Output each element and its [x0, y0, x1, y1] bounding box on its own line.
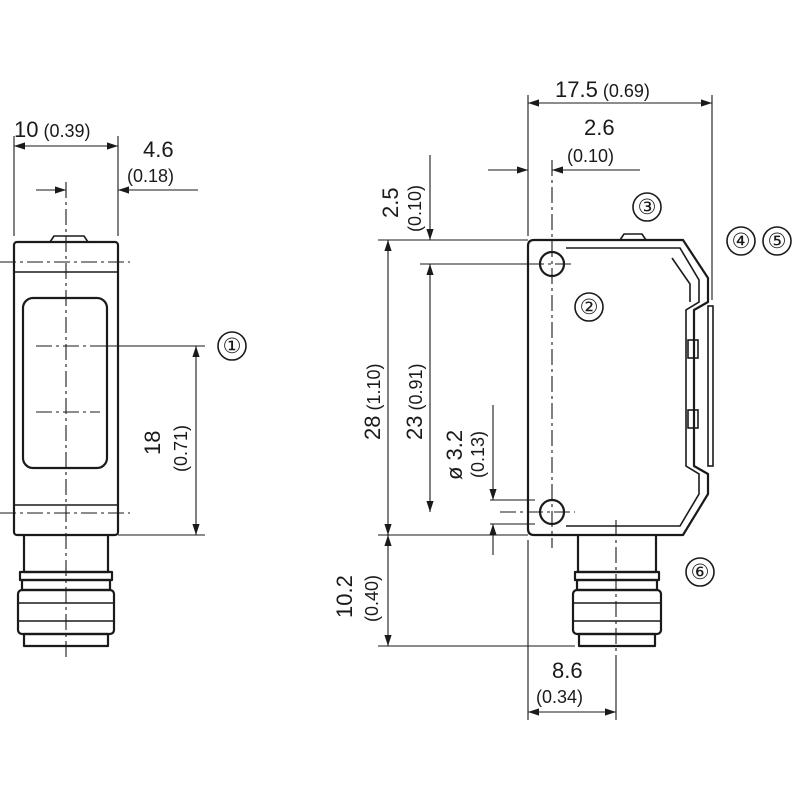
- dim-connector-offset: 8.6 (0.34): [527, 540, 617, 720]
- svg-text:(0.40): (0.40): [362, 575, 382, 622]
- dim-hole-edge-main: 2.6: [584, 115, 615, 140]
- dim-left-offset: 4.6 (0.18): [36, 137, 198, 194]
- right-led-indicator-2: [687, 409, 699, 429]
- dim-left-width-main: 10: [14, 117, 38, 142]
- dim-left-optical-axis-main: 18: [140, 431, 165, 455]
- svg-text:①: ①: [223, 335, 242, 358]
- dim-hole-top-alt: (0.10): [405, 185, 425, 232]
- svg-text:10(0.39): 10(0.39): [14, 117, 91, 142]
- callout-6: ⑥: [685, 557, 715, 587]
- right-led: [619, 233, 647, 241]
- dim-total-width: 17.5(0.69): [527, 77, 713, 300]
- svg-text:23(0.91): 23 (0.91): [402, 363, 427, 440]
- right-inner-edge: [671, 257, 691, 302]
- left-led-bump: [49, 235, 89, 243]
- dim-hole-diameter: ø 3.2 (0.13): [442, 405, 535, 555]
- callout-1: ①: [217, 331, 247, 361]
- svg-text:(0.71): (0.71): [171, 425, 191, 472]
- dim-left-width: 10(0.39): [13, 117, 119, 236]
- left-view: 10(0.39) 4.6 (0.18) 18 (0.71) ①: [0, 117, 247, 660]
- dim-left-optical-axis-alt: (0.71): [171, 425, 191, 472]
- dim-hole-top: 2.5 (0.10): [378, 155, 535, 284]
- svg-text:10.2: 10.2: [332, 575, 357, 618]
- right-connector: [571, 535, 663, 648]
- right-view: 17.5(0.69) 2.6 (0.10) 2.5 (0.10): [332, 77, 792, 720]
- dim-connector-length-main: 10.2: [332, 575, 357, 618]
- svg-text:17.5(0.69): 17.5(0.69): [555, 77, 650, 102]
- dim-hole-edge-alt: (0.10): [567, 146, 614, 166]
- dim-total-height: 28 (1.10): [360, 240, 528, 536]
- callout-4: ④: [726, 226, 756, 256]
- callout-3: ③: [632, 192, 662, 222]
- callout-5: ⑤: [762, 226, 792, 256]
- svg-text:(0.10): (0.10): [405, 185, 425, 232]
- dim-hole-top-main: 2.5: [378, 187, 403, 218]
- svg-text:18: 18: [140, 431, 165, 455]
- dim-hole-edge: 2.6 (0.10): [488, 115, 640, 174]
- dim-hole-diameter-main: ø 3.2: [442, 430, 467, 480]
- dim-left-width-alt: (0.39): [43, 121, 90, 141]
- svg-text:28(1.10): 28 (1.10): [360, 363, 385, 440]
- svg-text:2.5: 2.5: [378, 187, 403, 218]
- svg-text:⑥: ⑥: [691, 561, 710, 584]
- dim-total-height-alt: (1.10): [364, 363, 384, 410]
- dim-total-height-main: 28: [360, 416, 385, 440]
- right-side-window: [707, 305, 714, 467]
- dim-connector-offset-alt: (0.34): [536, 687, 583, 707]
- dim-connector-offset-main: 8.6: [552, 658, 583, 683]
- svg-text:③: ③: [638, 196, 657, 219]
- dim-left-offset-main: 4.6: [143, 137, 174, 162]
- dim-total-width-main: 17.5: [555, 77, 598, 102]
- svg-text:ø 3.2: ø 3.2: [442, 430, 467, 480]
- svg-text:(0.13): (0.13): [468, 431, 488, 478]
- left-front-window: [21, 296, 109, 470]
- dim-hole-diameter-alt: (0.13): [468, 431, 488, 478]
- left-connector: [16, 535, 116, 648]
- right-housing: [526, 238, 710, 537]
- callout-2: ②: [574, 292, 604, 322]
- svg-text:②: ②: [580, 296, 599, 319]
- dim-hole-spacing: 23 (0.91): [402, 284, 434, 512]
- dim-connector-length-alt: (0.40): [362, 575, 382, 622]
- dim-hole-spacing-alt: (0.91): [406, 363, 426, 410]
- dim-hole-spacing-main: 23: [402, 416, 427, 440]
- right-led-indicator-1: [687, 339, 699, 359]
- svg-text:⑤: ⑤: [768, 230, 787, 253]
- dim-total-width-alt: (0.69): [603, 81, 650, 101]
- right-inner-contour: [566, 247, 700, 527]
- dim-left-offset-alt: (0.18): [127, 166, 174, 186]
- svg-text:④: ④: [732, 230, 751, 253]
- dim-left-optical-axis: 18 (0.71): [100, 345, 205, 536]
- dim-connector-length: 10.2 (0.40): [332, 535, 575, 647]
